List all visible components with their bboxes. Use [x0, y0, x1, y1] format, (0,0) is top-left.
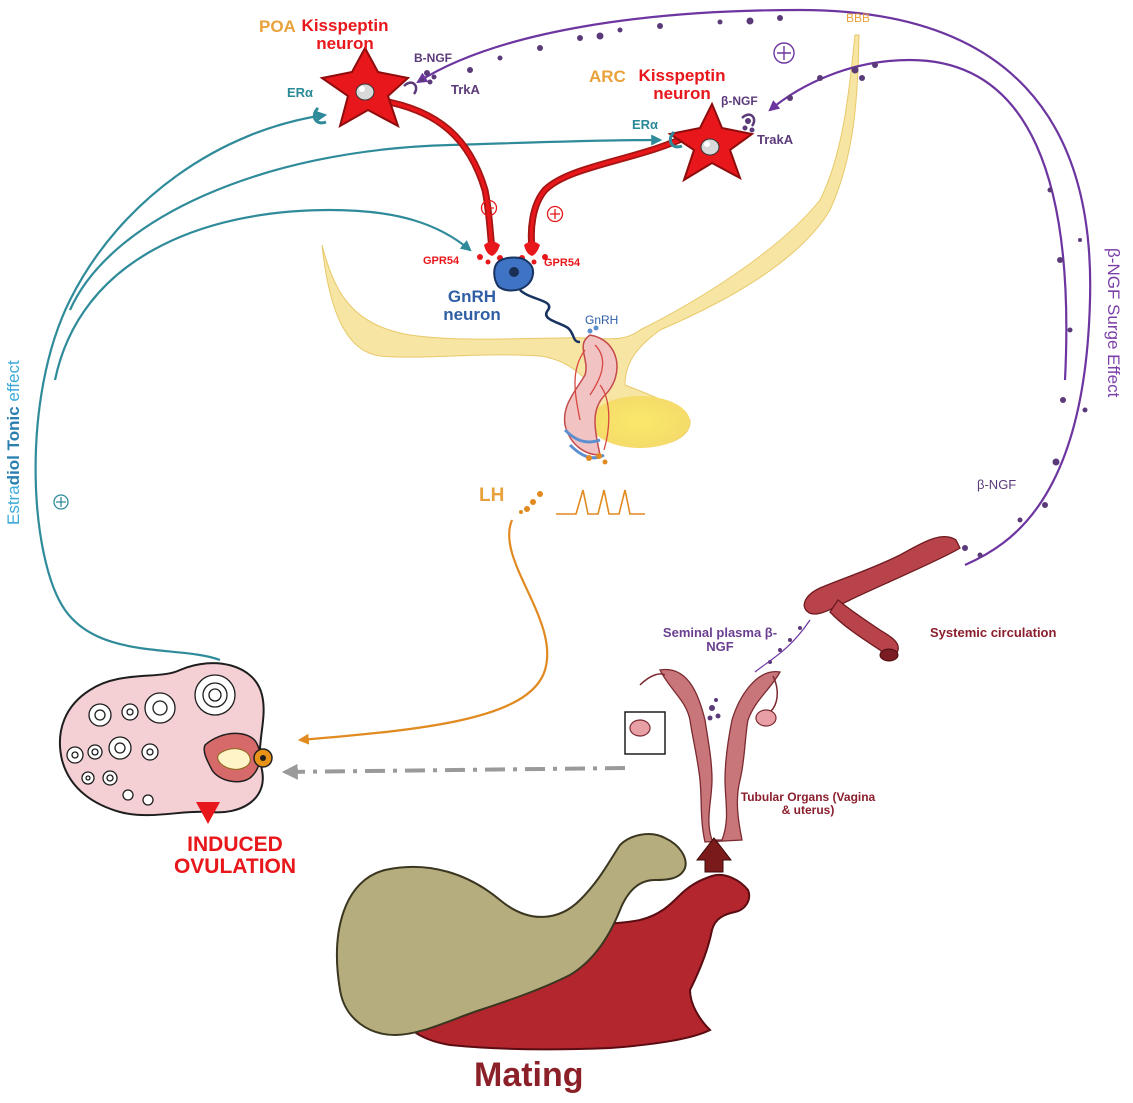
b-ngf-arc-label: β-NGF: [721, 94, 758, 108]
ovary-inset-box: [624, 711, 666, 755]
estradiol-plus-icon: [53, 494, 69, 510]
uterus-to-ovary-arrow: [281, 763, 626, 780]
systemic-circulation-label: Systemic circulation: [930, 625, 1057, 640]
arc-label: ARC: [589, 67, 626, 86]
er-alpha-arc-label: ERα: [632, 117, 659, 132]
trka-poa-receptor: [403, 81, 418, 95]
b-ngf-poa-label: B-NGF: [414, 51, 452, 65]
estradiol-arrow-arc: [68, 134, 663, 311]
ngf-surge-plus-icon: [773, 42, 795, 64]
ngf-surge-arrow-poa: [416, 8, 1092, 567]
lh-arrow: [297, 519, 549, 745]
lh-label: LH: [479, 485, 505, 506]
estradiol-tonic-effect-label: Estradiol Tonic effect: [4, 225, 24, 525]
induced-ovulation-label: INDUCED OVULATION: [173, 833, 297, 879]
male-camel: [336, 833, 687, 1037]
mating-up-arrow: [695, 837, 733, 873]
tubular-organs-label: Tubular Organs (Vagina & uterus): [740, 790, 876, 817]
pituitary-lobe: [590, 396, 690, 448]
lh-pulse-wave: [556, 489, 645, 515]
seminal-plasma-label: Seminal plasma β-NGF: [662, 625, 778, 654]
blood-vessel: [803, 535, 961, 615]
poa-kisspeptin-axon-inner: [376, 98, 494, 250]
traka-arc-label: TrakA: [757, 132, 794, 147]
trka-poa-label: TrkA: [451, 82, 480, 97]
arc-kisspeptin-axon: [527, 131, 694, 252]
gnrh-neuron-label: GnRH neuron: [443, 287, 501, 324]
lh-granules: [519, 453, 608, 514]
poa-label: POA: [259, 17, 296, 36]
ngf-surge-effect-label: β-NGF Surge Effect: [1104, 248, 1123, 398]
estradiol-arrow-gnrh: [53, 208, 472, 381]
estradiol-arrow-poa: [34, 110, 328, 662]
er-alpha-arc-receptor: [668, 130, 683, 149]
gpr54-right-label: GPR54: [544, 257, 581, 269]
bbb-label: BBB: [846, 11, 871, 25]
hypothalamus-region: [321, 34, 860, 447]
seminal-ngf-path: [754, 619, 811, 673]
arc-kisspeptin-axon-inner: [529, 133, 692, 250]
ngf-particles: [420, 15, 1088, 664]
portal-capillaries: [574, 344, 610, 451]
estradiol-prefix: Estra: [4, 485, 23, 525]
gnrh-label: GnRH: [585, 313, 619, 327]
kisspeptin-plus-right-icon: [546, 205, 564, 223]
kisspeptin-plus-left-icon: [480, 199, 498, 217]
arc-kisspeptin-neuron: [667, 101, 755, 183]
portal-vessels: [563, 334, 618, 456]
estradiol-bold: diol Tonic: [4, 406, 23, 486]
er-alpha-poa-label: ERα: [287, 85, 314, 100]
ovary: [58, 662, 273, 817]
uterus: [629, 668, 782, 843]
poa-kisspeptin-label: Kisspeptin neuron: [301, 16, 389, 53]
mating-label: Mating: [474, 1056, 584, 1094]
gpr54-left-label: GPR54: [423, 255, 460, 267]
b-ngf-circulation-label: β-NGF: [977, 477, 1017, 492]
blood-vessel-end: [879, 648, 899, 662]
blood-vessel-branch: [829, 599, 899, 657]
arc-kisspeptin-label: Kisspeptin neuron: [638, 66, 726, 103]
trka-arc-receptor: [741, 113, 756, 127]
estradiol-suffix: effect: [4, 360, 23, 407]
poa-kisspeptin-neuron: [319, 45, 411, 129]
gnrh-neuron: [493, 256, 599, 344]
er-alpha-poa-receptor: [312, 106, 327, 125]
induced-ovulation-triangle: [196, 802, 220, 824]
kisspeptin-terminals: [477, 241, 548, 265]
